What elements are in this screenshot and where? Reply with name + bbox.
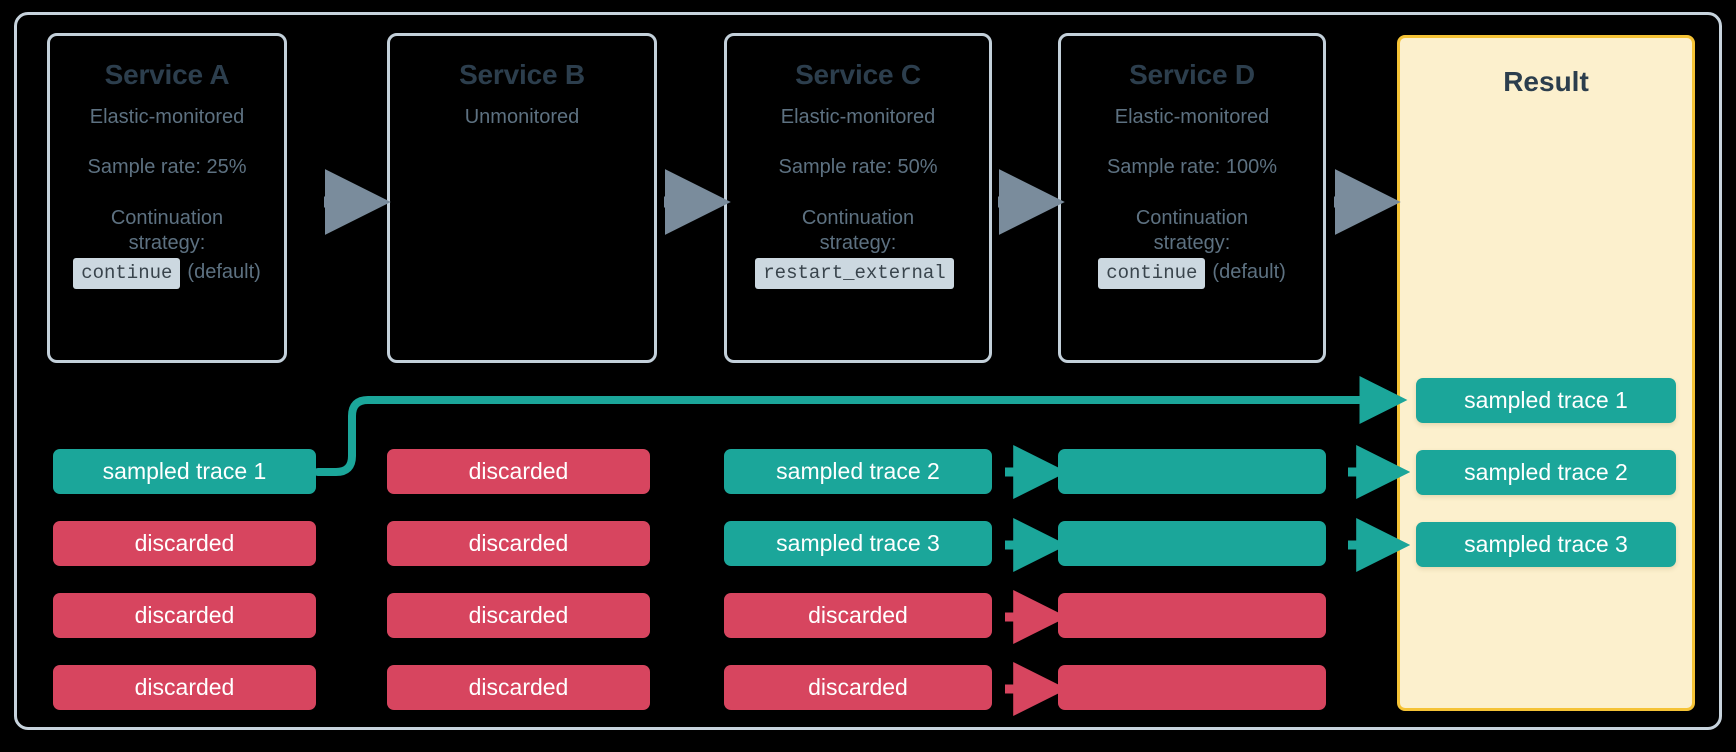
service-d-strategy-label-2: strategy:	[1153, 232, 1231, 254]
service-a-strategy-value: continue	[73, 258, 181, 289]
trace-pill-d-3	[1058, 593, 1326, 638]
service-box-c: Service C Elastic-monitored Sample rate:…	[724, 33, 992, 363]
service-a-sample-rate: Sample rate: 25%	[87, 156, 247, 178]
service-c-strategy-label-1: Continuation	[801, 207, 915, 229]
trace-label: discarded	[468, 458, 569, 484]
trace-pill-c-1: sampled trace 2	[724, 449, 992, 494]
trace-pill-d-2	[1058, 521, 1326, 566]
result-pill-2: sampled trace 2	[1416, 450, 1676, 495]
trace-label: discarded	[134, 674, 235, 700]
trace-label: sampled trace 1	[102, 458, 267, 484]
result-title: Result	[1503, 66, 1589, 97]
service-d-sample-rate: Sample rate: 100%	[1106, 156, 1278, 178]
trace-label: discarded	[468, 674, 569, 700]
result-panel: Result	[1397, 35, 1695, 711]
trace-pill-b-3: discarded	[387, 593, 650, 638]
trace-label: discarded	[808, 602, 908, 628]
service-box-d: Service D Elastic-monitored Sample rate:…	[1058, 33, 1326, 363]
trace-pill-c-2: sampled trace 3	[724, 521, 992, 566]
trace-label: discarded	[468, 530, 569, 556]
service-a-title: Service A	[104, 59, 230, 90]
trace-pill-a-2: discarded	[53, 521, 316, 566]
service-a-strategy-note: (default)	[187, 261, 261, 283]
trace-pill-d-4	[1058, 665, 1326, 710]
service-b-monitoring: Unmonitored	[464, 106, 580, 128]
trace-pill-c-4: discarded	[724, 665, 992, 710]
service-d-monitoring: Elastic-monitored	[1114, 106, 1270, 128]
service-d-title: Service D	[1129, 59, 1255, 90]
trace-pill-a-1: sampled trace 1	[53, 449, 316, 494]
result-pill-1: sampled trace 1	[1416, 378, 1676, 423]
trace-pill-b-2: discarded	[387, 521, 650, 566]
trace-label: discarded	[468, 602, 569, 628]
service-c-monitoring: Elastic-monitored	[780, 106, 936, 128]
service-a-strategy-label-1: Continuation	[110, 207, 224, 229]
service-box-b: Service B Unmonitored	[387, 33, 657, 363]
diagram-outer-frame	[14, 12, 1722, 730]
service-c-strategy-label-2: strategy:	[819, 232, 897, 254]
service-box-a: Service A Elastic-monitored Sample rate:…	[47, 33, 287, 363]
trace-label: discarded	[808, 674, 908, 700]
service-c-sample-rate: Sample rate: 50%	[778, 156, 938, 178]
trace-pill-c-3: discarded	[724, 593, 992, 638]
service-c-strategy-value: restart_external	[755, 258, 954, 289]
service-d-strategy-row: continue (default)	[1061, 258, 1323, 289]
service-d-strategy-label-1: Continuation	[1135, 207, 1249, 229]
service-c-title: Service C	[795, 59, 921, 90]
trace-pill-a-3: discarded	[53, 593, 316, 638]
trace-label: sampled trace 2	[776, 458, 940, 484]
trace-pill-b-4: discarded	[387, 665, 650, 710]
service-a-strategy-row: continue (default)	[50, 258, 284, 289]
trace-pill-a-4: discarded	[53, 665, 316, 710]
trace-label: discarded	[134, 530, 235, 556]
service-d-strategy-value: continue	[1098, 258, 1206, 289]
trace-pill-d-1	[1058, 449, 1326, 494]
service-b-title: Service B	[459, 59, 585, 90]
service-a-monitoring: Elastic-monitored	[89, 106, 245, 128]
trace-label: sampled trace 1	[1464, 387, 1628, 413]
trace-pill-b-1: discarded	[387, 449, 650, 494]
result-pill-3: sampled trace 3	[1416, 522, 1676, 567]
trace-label: discarded	[134, 602, 235, 628]
trace-label: sampled trace 3	[776, 530, 940, 556]
trace-label: sampled trace 2	[1464, 459, 1628, 485]
service-c-strategy-row: restart_external	[727, 258, 989, 289]
trace-label: sampled trace 3	[1464, 531, 1628, 557]
service-d-strategy-note: (default)	[1212, 261, 1286, 283]
service-a-strategy-label-2: strategy:	[128, 232, 206, 254]
